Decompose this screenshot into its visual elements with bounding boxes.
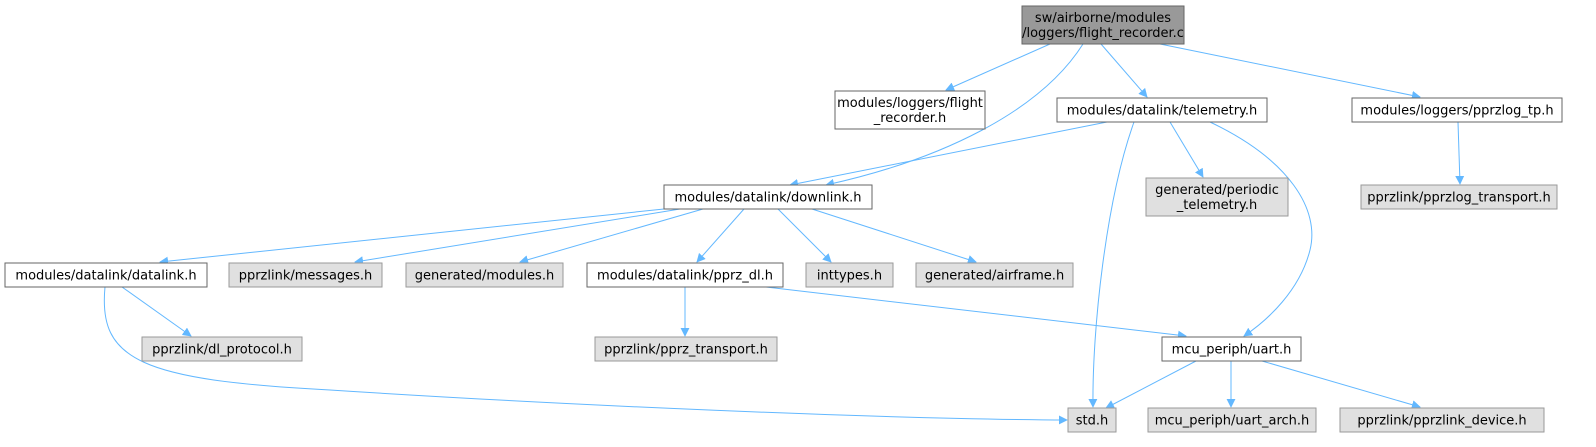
- node-box: [1145, 177, 1289, 217]
- node-downlink-h[interactable]: modules/datalink/downlink.h: [663, 184, 873, 210]
- node-pprzlog-tp-h[interactable]: modules/loggers/pprzlog_tp.h: [1351, 97, 1563, 123]
- node-box: [1021, 5, 1185, 45]
- edge-pprz-dl-h-to-uart-h: [765, 286, 1187, 340]
- node-label: modules/datalink/pprz_dl.h: [597, 269, 773, 284]
- edge-datalink-h-to-dl-protocol-h: [121, 286, 192, 337]
- node-box: [594, 336, 778, 362]
- node-pprz-transport-h: pprzlink/pprz_transport.h: [594, 336, 778, 362]
- node-label: pprzlink/pprzlink_device.h: [1357, 414, 1526, 429]
- node-pprzlog-transport-h: pprzlink/pprzlog_transport.h: [1360, 184, 1558, 210]
- node-modules-h: generated/modules.h: [405, 262, 564, 288]
- node-label: modules/loggers/pprzlog_tp.h: [1360, 104, 1553, 119]
- node-box: [1339, 407, 1545, 433]
- edge-downlink-h-to-airframe-h: [811, 208, 977, 264]
- node-label: pprzlink/messages.h: [239, 269, 373, 284]
- node-label: std.h: [1076, 414, 1109, 429]
- edge-datalink-h-to-std-h: [103, 286, 1068, 425]
- node-label: inttypes.h: [817, 269, 882, 284]
- node-datalink-h[interactable]: modules/datalink/datalink.h: [4, 262, 208, 288]
- node-box: [805, 262, 894, 288]
- node-box: [915, 262, 1074, 288]
- edge-uart-h-to-pprzlink-device-h: [1261, 360, 1421, 410]
- node-uart-arch-h: mcu_periph/uart_arch.h: [1147, 407, 1317, 433]
- node-label: pprzlink/pprz_transport.h: [604, 343, 768, 358]
- node-telemetry-h[interactable]: modules/datalink/telemetry.h: [1056, 97, 1268, 123]
- nodes: sw/airborne/modules/loggers/flight_recor…: [4, 5, 1563, 433]
- node-label: modules/loggers/flight: [837, 96, 983, 111]
- node-label: sw/airborne/modules: [1035, 11, 1171, 26]
- node-flight-recorder-h[interactable]: modules/loggers/flight_recorder.h: [834, 90, 986, 130]
- node-label: generated/periodic: [1155, 183, 1279, 198]
- edge-telemetry-h-to-uart-h: [1209, 121, 1313, 337]
- node-box: [1360, 184, 1558, 210]
- node-box: [1056, 97, 1268, 123]
- node-dl-protocol-h: pprzlink/dl_protocol.h: [141, 336, 303, 362]
- node-box: [834, 90, 986, 130]
- node-box: [1351, 97, 1563, 123]
- node-box: [141, 336, 303, 362]
- node-box: [663, 184, 873, 210]
- edge-downlink-h-to-messages-h: [354, 208, 681, 266]
- node-label: _telemetry.h: [1176, 198, 1258, 213]
- edge-downlink-h-to-inttypes-h: [777, 208, 832, 263]
- node-pprzlink-device-h: pprzlink/pprzlink_device.h: [1339, 407, 1545, 433]
- node-box: [1147, 407, 1317, 433]
- edge-downlink-h-to-datalink-h: [159, 208, 665, 266]
- edge-telemetry-h-to-std-h: [1088, 121, 1135, 408]
- node-periodic-telemetry-h: generated/periodic_telemetry.h: [1145, 177, 1289, 217]
- node-inttypes-h: inttypes.h: [805, 262, 894, 288]
- edge-telemetry-h-to-downlink-h: [789, 121, 1108, 188]
- node-label: modules/datalink/downlink.h: [675, 191, 862, 206]
- node-label: pprzlink/pprzlog_transport.h: [1367, 191, 1550, 206]
- node-label: /loggers/flight_recorder.c: [1022, 26, 1184, 41]
- node-label: pprzlink/dl_protocol.h: [152, 343, 292, 358]
- node-label: mcu_periph/uart.h: [1172, 343, 1292, 358]
- node-label: generated/modules.h: [415, 269, 554, 284]
- node-box: [1067, 407, 1117, 433]
- node-root[interactable]: sw/airborne/modules/loggers/flight_recor…: [1021, 5, 1185, 45]
- edge-telemetry-h-to-periodic-telemetry-h: [1169, 121, 1204, 178]
- node-box: [4, 262, 208, 288]
- node-pprz-dl-h[interactable]: modules/datalink/pprz_dl.h: [586, 262, 784, 288]
- edge-root-to-flight-recorder-h: [945, 43, 1051, 91]
- node-label: modules/datalink/datalink.h: [15, 269, 196, 284]
- node-label: modules/datalink/telemetry.h: [1067, 104, 1258, 119]
- edges: [103, 43, 1465, 425]
- node-std-h: std.h: [1067, 407, 1117, 433]
- edge-uart-h-to-std-h: [1105, 360, 1197, 409]
- node-label: _recorder.h: [873, 111, 947, 126]
- node-messages-h: pprzlink/messages.h: [228, 262, 383, 288]
- edge-downlink-h-to-modules-h: [519, 208, 704, 265]
- node-box: [228, 262, 383, 288]
- edge-root-to-pprzlog-tp-h: [1159, 43, 1421, 100]
- node-label: mcu_periph/uart_arch.h: [1155, 414, 1310, 429]
- edge-root-to-downlink-h: [825, 43, 1084, 188]
- edge-root-to-telemetry-h: [1100, 43, 1148, 98]
- node-uart-h[interactable]: mcu_periph/uart.h: [1161, 336, 1302, 362]
- edge-pprzlog-tp-h-to-pprzlog-transport-h: [1455, 121, 1465, 185]
- node-label: generated/airframe.h: [925, 269, 1064, 284]
- node-box: [586, 262, 784, 288]
- node-box: [1161, 336, 1302, 362]
- node-airframe-h: generated/airframe.h: [915, 262, 1074, 288]
- node-box: [405, 262, 564, 288]
- edge-downlink-h-to-pprz-dl-h: [696, 208, 745, 263]
